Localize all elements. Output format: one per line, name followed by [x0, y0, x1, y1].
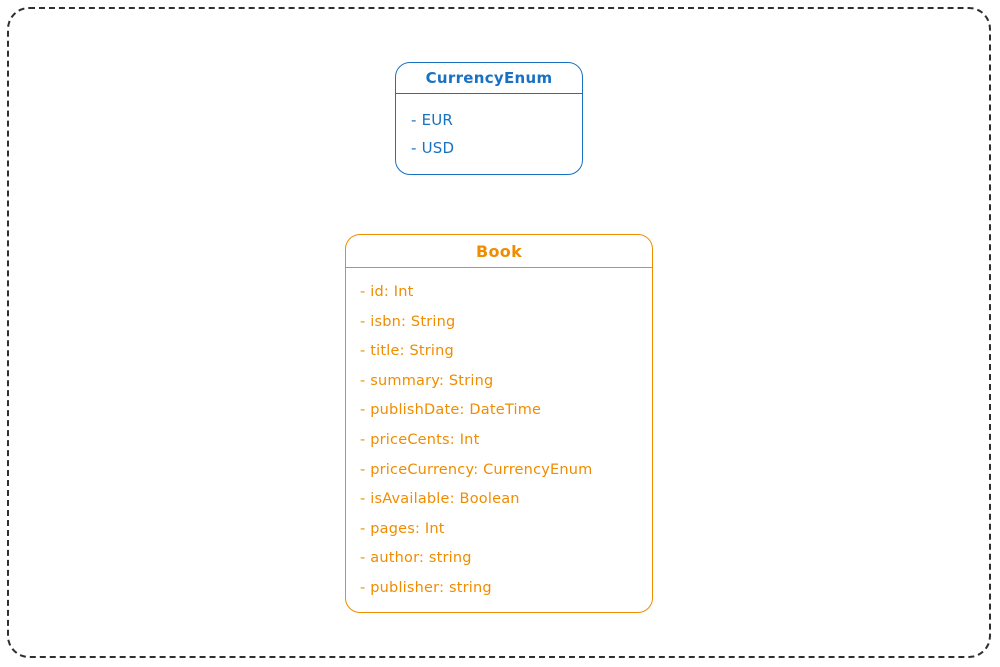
- enum-box-currencyenum[interactable]: CurrencyEnum - EUR - USD: [395, 62, 583, 175]
- enum-body: - EUR - USD: [396, 94, 582, 162]
- field-isbn: - isbn: String: [360, 313, 456, 330]
- field-publisher: - publisher: string: [360, 579, 492, 596]
- field-isavailable: - isAvailable: Boolean: [360, 491, 520, 508]
- field-author: - author: string: [360, 550, 472, 567]
- field-pricecurrency: - priceCurrency: CurrencyEnum: [360, 461, 593, 478]
- enum-value-eur: - EUR: [411, 111, 454, 129]
- enum-value-usd: - USD: [411, 139, 455, 157]
- class-box-book[interactable]: Book - id: Int - isbn: String - title: S…: [345, 234, 653, 613]
- class-title: Book: [346, 235, 652, 268]
- field-pages: - pages: Int: [360, 520, 445, 537]
- field-publishdate: - publishDate: DateTime: [360, 402, 542, 419]
- field-summary: - summary: String: [360, 372, 494, 389]
- field-pricecents: - priceCents: Int: [360, 431, 480, 448]
- field-title: - title: String: [360, 343, 454, 360]
- class-body: - id: Int - isbn: String - title: String…: [346, 268, 652, 604]
- dashed-frame: [7, 7, 991, 658]
- field-id: - id: Int: [360, 284, 414, 300]
- enum-title: CurrencyEnum: [396, 63, 582, 94]
